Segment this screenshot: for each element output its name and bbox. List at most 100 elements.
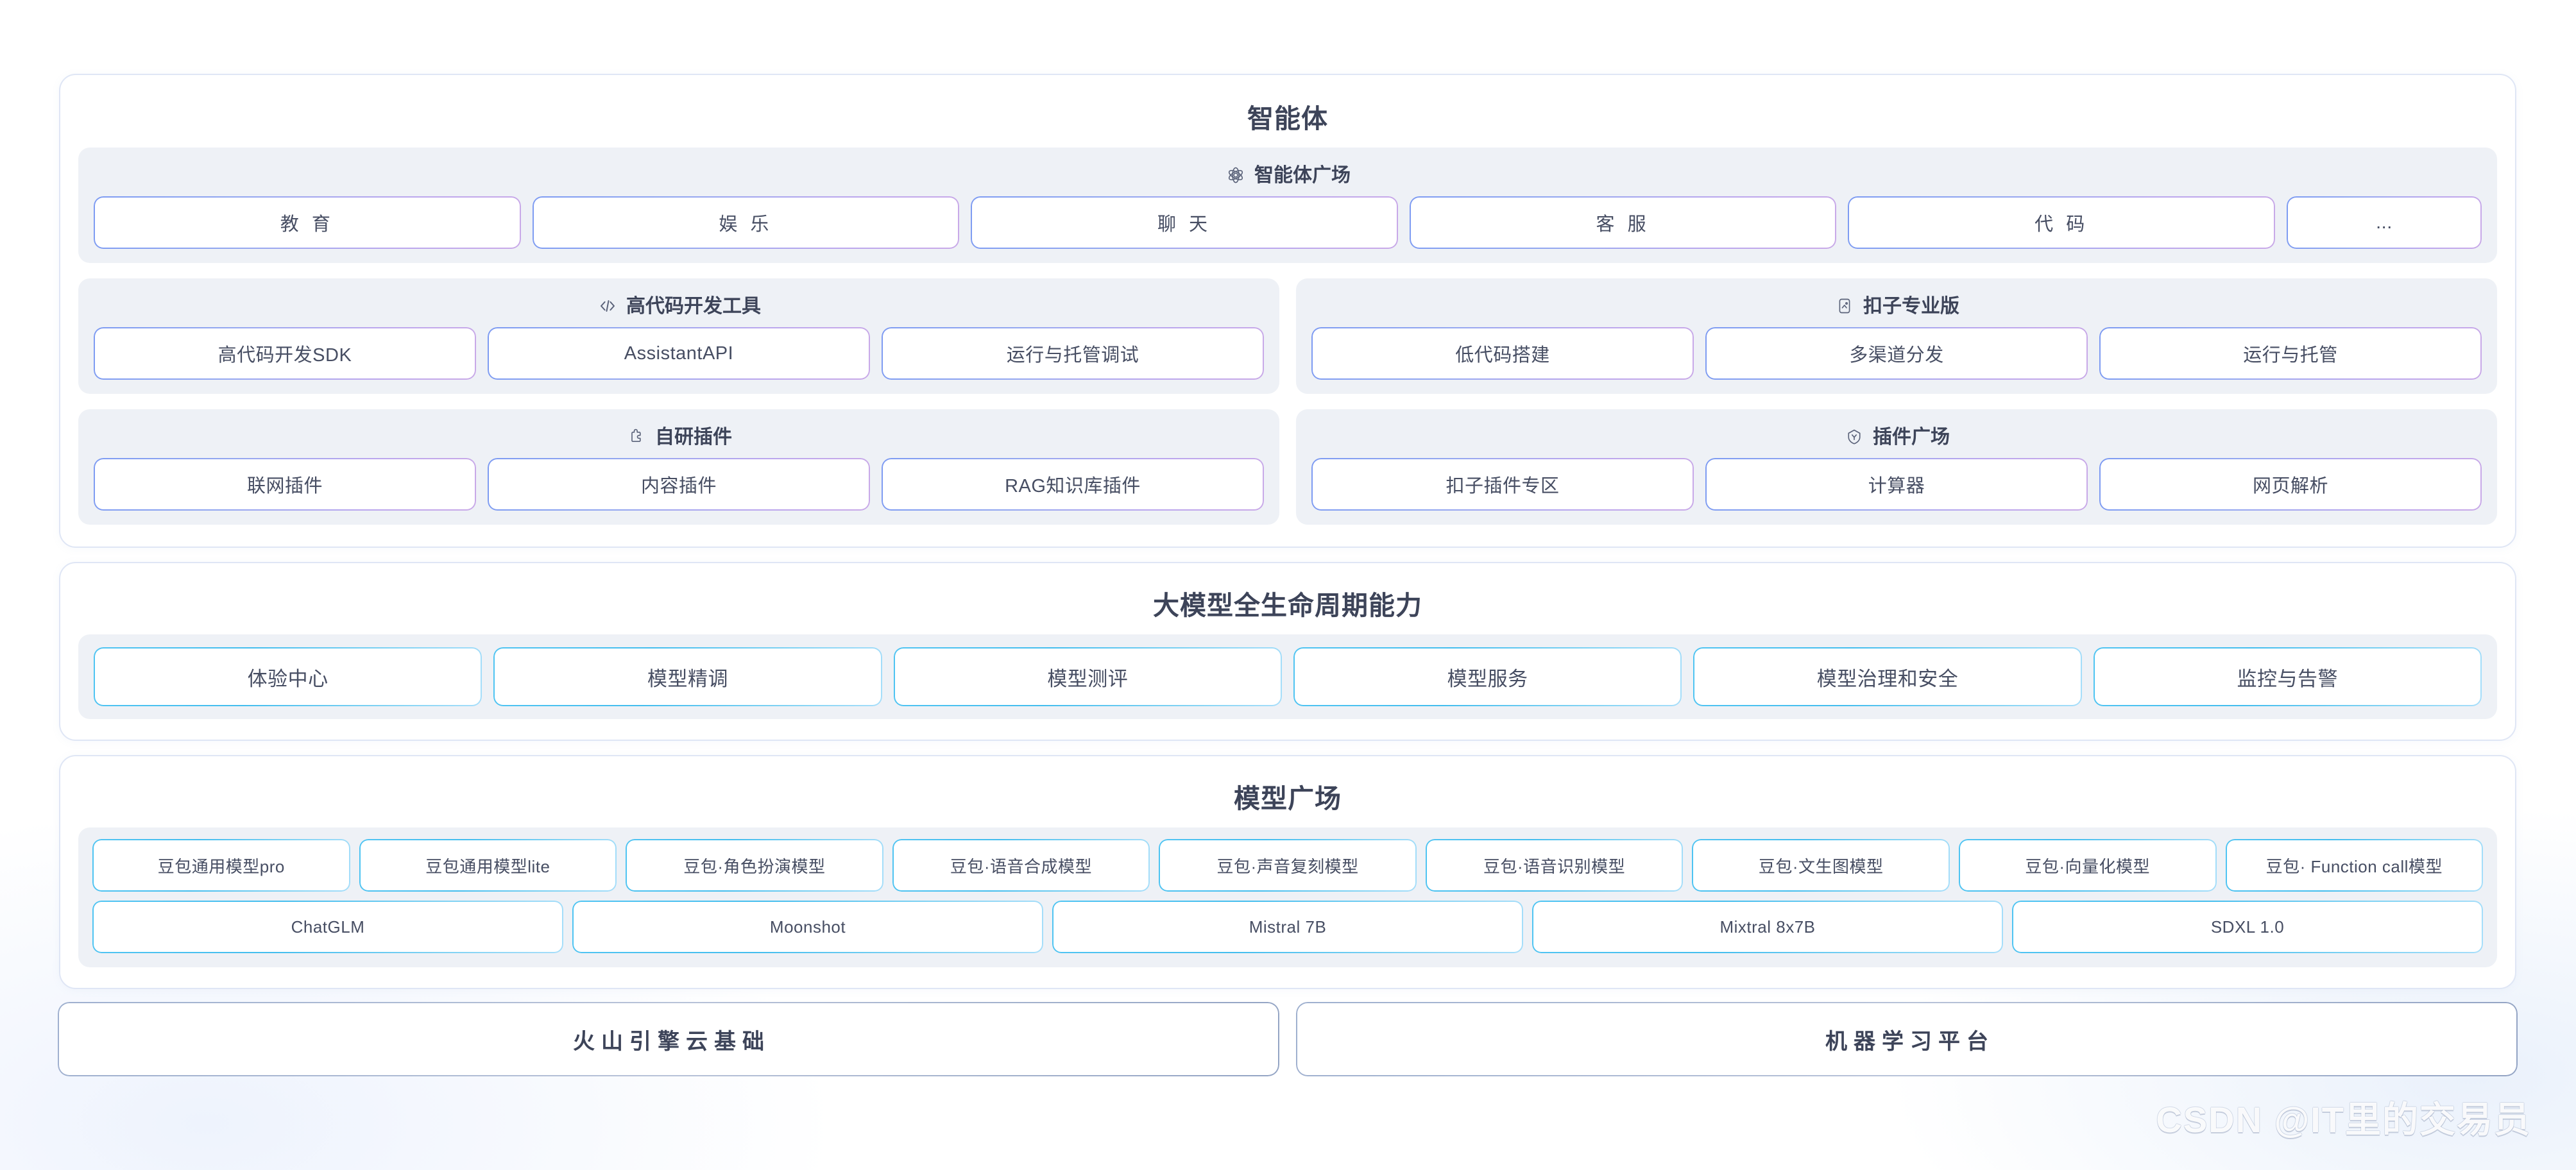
chip-label: 多渠道分发 <box>1849 345 1944 366</box>
model-row-doubao: 豆包通用模型pro 豆包通用模型lite 豆包·角色扮演模型 豆包·语音合成模型… <box>94 840 2482 891</box>
chip-model-governance-security[interactable]: 模型治理和安全 <box>1694 649 2081 706</box>
chip-rag-knowledge-plugin[interactable]: RAG知识库插件 <box>883 459 1263 510</box>
chip-label: 豆包·角色扮演模型 <box>683 856 826 876</box>
chip-doubao-function-call[interactable]: 豆包· Function call模型 <box>2226 840 2482 891</box>
chip-label: 计算器 <box>1868 476 1925 497</box>
chip-experience-center[interactable]: 体验中心 <box>95 649 481 706</box>
chip-monitoring-alerting[interactable]: 监控与告警 <box>2094 649 2480 706</box>
high-code-tools-panel: 高代码开发工具 高代码开发SDK AssistantAPI 运行与托管调试 <box>78 278 1279 394</box>
chip-sdxl-10[interactable]: SDXL 1.0 <box>2013 902 2482 953</box>
chip-label: Mixtral 8x7B <box>1719 917 1816 937</box>
chip-label: 豆包通用模型pro <box>157 856 285 876</box>
chip-multi-channel-distribution[interactable]: 多渠道分发 <box>1707 328 2086 379</box>
coze-pro-title: 扣子专业版 <box>1863 295 1959 317</box>
chip-label: 扣子插件专区 <box>1446 476 1560 497</box>
agent-category-daima[interactable]: 代 码 <box>1849 198 2274 248</box>
chip-mixtral-8x7b[interactable]: Mixtral 8x7B <box>1533 902 2002 953</box>
agent-panels-row-2: 自研插件 联网插件 内容插件 RAG知识库插件 <box>78 409 2497 525</box>
device-icon <box>1834 295 1855 317</box>
high-code-tools-chip-row: 高代码开发SDK AssistantAPI 运行与托管调试 <box>95 328 1263 379</box>
model-plaza-panel: 豆包通用模型pro 豆包通用模型lite 豆包·角色扮演模型 豆包·语音合成模型… <box>78 827 2497 968</box>
chip-mistral-7b[interactable]: Mistral 7B <box>1053 902 1522 953</box>
chip-assistant-api[interactable]: AssistantAPI <box>489 328 869 379</box>
lifecycle-section: 大模型全生命周期能力 体验中心 模型精调 模型测评 模型服务 模型治理和安全 监… <box>59 562 2516 742</box>
footer-bar-label: 机器学习平台 <box>1825 1029 1995 1054</box>
agent-section: 智能体 智能体广场 教 育 娱 乐 聊 天 客 服 代 码 <box>59 74 2516 548</box>
chip-doubao-asr[interactable]: 豆包·语音识别模型 <box>1426 840 1682 891</box>
chip-label: 客 服 <box>1596 214 1650 235</box>
chip-label: 模型精调 <box>647 667 728 690</box>
chip-low-code-build[interactable]: 低代码搭建 <box>1313 328 1693 379</box>
chip-content-plugin[interactable]: 内容插件 <box>489 459 869 510</box>
chip-label: 运行与托管调试 <box>1006 345 1139 366</box>
agent-category-liaotian[interactable]: 聊 天 <box>972 198 1397 248</box>
machine-learning-platform-bar[interactable]: 机器学习平台 <box>1297 1003 2516 1075</box>
chip-web-parse[interactable]: 网页解析 <box>2101 459 2480 510</box>
chip-model-finetune[interactable]: 模型精调 <box>495 649 881 706</box>
chip-label: 运行与托管 <box>2243 345 2338 366</box>
model-row-thirdparty: ChatGLM Moonshot Mistral 7B Mixtral 8x7B… <box>94 902 2482 953</box>
chip-runtime-hosting[interactable]: 运行与托管 <box>2101 328 2480 379</box>
chip-high-code-sdk[interactable]: 高代码开发SDK <box>95 328 475 379</box>
footer-bar-label: 火山引擎云基础 <box>573 1029 771 1054</box>
chip-label: 豆包· Function call模型 <box>2265 856 2443 876</box>
chip-coze-plugin-zone[interactable]: 扣子插件专区 <box>1313 459 1693 510</box>
plugin-plaza-chip-row: 扣子插件专区 计算器 网页解析 <box>1313 459 2480 510</box>
model-plaza-section-title: 模型广场 <box>1234 784 1342 813</box>
agent-plaza-panel: 智能体广场 教 育 娱 乐 聊 天 客 服 代 码 ... <box>78 148 2497 264</box>
plugin-plaza-title-row: 插件广场 <box>1313 421 2480 459</box>
self-developed-plugins-title-row: 自研插件 <box>95 421 1263 459</box>
chip-label: 模型测评 <box>1047 667 1129 690</box>
chip-label: 豆包·声音复刻模型 <box>1216 856 1359 876</box>
agent-plaza-chip-row: 教 育 娱 乐 聊 天 客 服 代 码 ... <box>95 198 2480 248</box>
chip-doubao-embedding[interactable]: 豆包·向量化模型 <box>1959 840 2215 891</box>
chip-label: 体验中心 <box>247 667 328 690</box>
chip-doubao-pro[interactable]: 豆包通用模型pro <box>94 840 349 891</box>
atom-icon <box>1225 164 1247 186</box>
chip-network-plugin[interactable]: 联网插件 <box>95 459 475 510</box>
agent-category-yule[interactable]: 娱 乐 <box>533 198 959 248</box>
chip-label: AssistantAPI <box>624 343 734 364</box>
chip-label: 代 码 <box>2034 214 2089 235</box>
volcengine-cloud-foundation-bar[interactable]: 火山引擎云基础 <box>59 1003 1278 1075</box>
lifecycle-panel: 体验中心 模型精调 模型测评 模型服务 模型治理和安全 监控与告警 <box>78 634 2497 720</box>
agent-category-more[interactable]: ... <box>2287 198 2480 248</box>
chip-runtime-hosting-debug[interactable]: 运行与托管调试 <box>883 328 1263 379</box>
chip-label: Moonshot <box>769 917 846 937</box>
chip-label: 内容插件 <box>640 476 717 497</box>
self-developed-plugins-chip-row: 联网插件 内容插件 RAG知识库插件 <box>95 459 1263 510</box>
chip-chatglm[interactable]: ChatGLM <box>94 902 562 953</box>
chip-calculator[interactable]: 计算器 <box>1707 459 2086 510</box>
plugin-plaza-panel: 插件广场 扣子插件专区 计算器 网页解析 <box>1296 409 2497 525</box>
high-code-tools-title: 高代码开发工具 <box>626 295 761 317</box>
agent-category-kefu[interactable]: 客 服 <box>1410 198 1836 248</box>
coze-pro-title-row: 扣子专业版 <box>1313 290 2480 328</box>
chip-model-service[interactable]: 模型服务 <box>1294 649 1681 706</box>
chip-moonshot[interactable]: Moonshot <box>574 902 1042 953</box>
chip-label: 豆包·语音合成模型 <box>950 856 1093 876</box>
chip-label: 聊 天 <box>1157 214 1212 235</box>
chip-label: ... <box>2376 212 2393 233</box>
chip-label: 模型治理和安全 <box>1816 667 1959 690</box>
chip-label: ChatGLM <box>291 917 365 937</box>
chip-label: 娱 乐 <box>719 214 773 235</box>
self-developed-plugins-panel: 自研插件 联网插件 内容插件 RAG知识库插件 <box>78 409 1279 525</box>
chip-label: RAG知识库插件 <box>1005 476 1141 497</box>
agent-section-title: 智能体 <box>1247 104 1328 133</box>
chip-model-evaluation[interactable]: 模型测评 <box>894 649 1281 706</box>
chip-doubao-tts[interactable]: 豆包·语音合成模型 <box>893 840 1149 891</box>
chip-doubao-voice-clone[interactable]: 豆包·声音复刻模型 <box>1160 840 1415 891</box>
chip-doubao-roleplay[interactable]: 豆包·角色扮演模型 <box>627 840 882 891</box>
chip-doubao-lite[interactable]: 豆包通用模型lite <box>360 840 616 891</box>
lifecycle-section-title: 大模型全生命周期能力 <box>1153 591 1422 620</box>
foundation-bars-row: 火山引擎云基础 机器学习平台 <box>59 1003 2516 1075</box>
plugin-plaza-title: 插件广场 <box>1873 426 1950 448</box>
high-code-tools-title-row: 高代码开发工具 <box>95 290 1263 328</box>
chip-label: 豆包·向量化模型 <box>2025 856 2151 876</box>
self-developed-plugins-title: 自研插件 <box>655 426 732 448</box>
agent-category-jiaoyu[interactable]: 教 育 <box>95 198 520 248</box>
chip-label: 低代码搭建 <box>1455 345 1550 366</box>
chip-doubao-text2image[interactable]: 豆包·文生图模型 <box>1693 840 1949 891</box>
chip-label: Mistral 7B <box>1249 917 1327 937</box>
